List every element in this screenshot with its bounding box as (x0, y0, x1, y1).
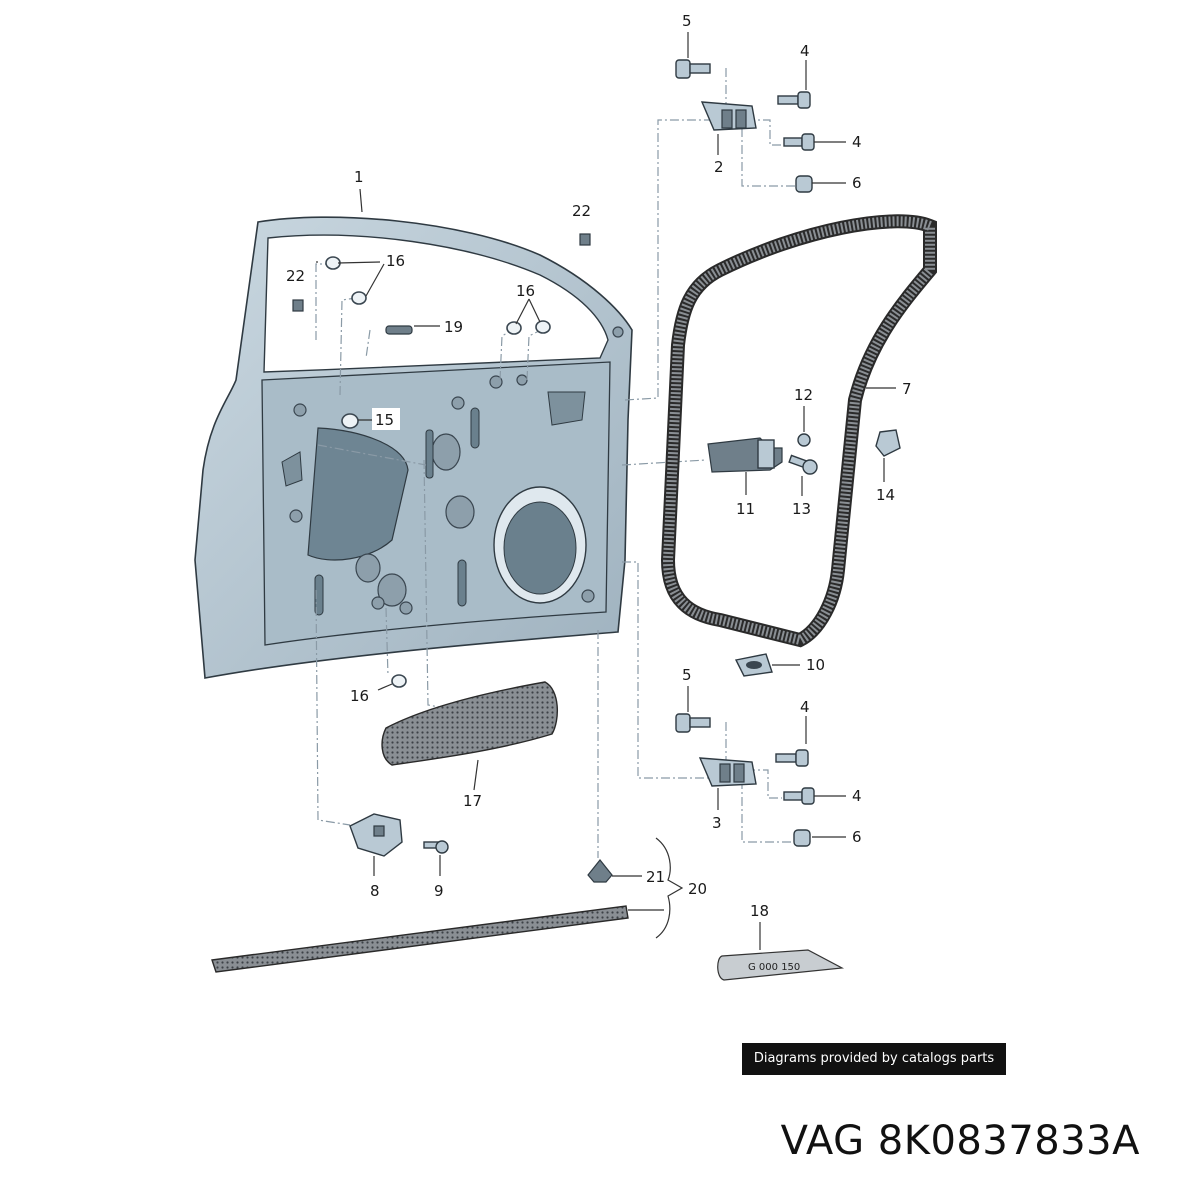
callout-17: 17 (463, 792, 482, 810)
grease-tube: G 000 150 (717, 949, 845, 981)
callout-1: 1 (354, 168, 364, 186)
callout-16-b: 16 (516, 282, 535, 300)
callout-13: 13 (792, 500, 811, 518)
callout-10: 10 (806, 656, 825, 674)
callout-15-box: 15 (372, 408, 400, 430)
nut-6-upper (795, 175, 813, 193)
bolt-4-upper-b (783, 133, 815, 151)
callout-18: 18 (750, 902, 769, 920)
callout-4-c: 4 (800, 698, 810, 716)
tube-label: G 000 150 (748, 962, 800, 973)
bolt-5-lower (675, 713, 711, 733)
callout-6-b: 6 (852, 828, 862, 846)
callout-16-a: 16 (386, 252, 405, 270)
screw-12 (797, 433, 811, 447)
grommet-10 (734, 653, 773, 677)
callout-20: 20 (688, 880, 707, 898)
callout-4-d: 4 (852, 787, 862, 805)
leader-lines (316, 32, 896, 950)
door-check-strap (707, 437, 783, 473)
door-shell (194, 216, 633, 679)
clip-14 (875, 429, 901, 457)
bolt-5-upper (675, 59, 711, 79)
sill-trim (211, 905, 629, 973)
bolt-4-lower-a (775, 749, 809, 767)
clip-19 (385, 325, 413, 335)
callout-15: 15 (375, 411, 394, 429)
callout-labels: 1 2 3 4 4 4 4 5 5 6 6 7 8 9 10 11 12 13 … (286, 12, 912, 920)
callout-5-a: 5 (682, 12, 692, 30)
door-seal (660, 214, 937, 648)
callout-9: 9 (434, 882, 444, 900)
bolt-4-upper-a (777, 91, 811, 109)
plug-22-upper (579, 233, 591, 246)
plugs-16 (325, 256, 551, 688)
callout-4-b: 4 (852, 133, 862, 151)
callout-12: 12 (794, 386, 813, 404)
callout-11: 11 (736, 500, 755, 518)
plug-15 (341, 413, 359, 429)
bolt-13 (788, 454, 818, 475)
callout-22-b: 22 (286, 267, 305, 285)
callout-8: 8 (370, 882, 380, 900)
screw-9 (423, 840, 449, 854)
callout-22-a: 22 (572, 202, 591, 220)
callout-19: 19 (444, 318, 463, 336)
callout-7: 7 (902, 380, 912, 398)
upper-hinge (700, 101, 757, 131)
lower-hinge (698, 757, 757, 787)
callout-4-a: 4 (800, 42, 810, 60)
callout-16-c: 16 (350, 687, 369, 705)
nut-6-lower (793, 829, 811, 847)
callout-14: 14 (876, 486, 895, 504)
bolt-4-lower-b (783, 787, 815, 805)
credit-badge: Diagrams provided by catalogs parts (742, 1043, 1006, 1075)
callout-2: 2 (714, 158, 724, 176)
callout-3: 3 (712, 814, 722, 832)
insulation-pad (381, 681, 558, 766)
clip-21 (587, 859, 613, 883)
callout-6-a: 6 (852, 174, 862, 192)
callout-21: 21 (646, 868, 665, 886)
part-number-title: VAG 8K0837833A (780, 1118, 1140, 1164)
callout-5-b: 5 (682, 666, 692, 684)
bracket-8 (349, 813, 403, 857)
assembly-lines (315, 68, 795, 858)
plug-22-left (292, 299, 304, 312)
